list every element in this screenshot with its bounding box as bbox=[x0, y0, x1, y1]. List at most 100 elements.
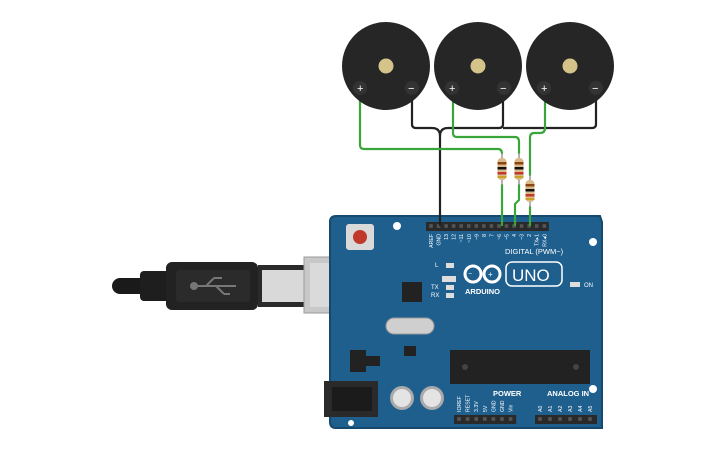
buzzer-3-minus: − bbox=[592, 83, 598, 95]
analog-header-label-1: A1 bbox=[548, 406, 554, 412]
buzzer-2-plus: + bbox=[449, 83, 455, 95]
svg-text:−: − bbox=[468, 271, 472, 278]
l-label: L bbox=[435, 263, 439, 269]
analog-header-label-0: A0 bbox=[538, 406, 544, 412]
analog-header-label-3: A3 bbox=[568, 406, 574, 412]
power-header-pin-4[interactable] bbox=[491, 417, 496, 421]
power-header-pin-3[interactable] bbox=[483, 417, 487, 421]
digital-header-pin-15[interactable] bbox=[542, 224, 547, 228]
digital-header-label-6: ~9 bbox=[474, 234, 480, 240]
capacitor-1 bbox=[390, 386, 414, 410]
power-header-label-0: IOREF bbox=[457, 396, 463, 412]
usb-chip bbox=[402, 282, 422, 302]
analog-header: A0 A1 A2 A3 A4 A5 bbox=[535, 406, 597, 424]
digital-header-label-15: RX◂0 bbox=[542, 234, 548, 247]
power-header-label-3: 5V bbox=[483, 405, 489, 412]
digital-header-pin-8[interactable] bbox=[489, 224, 494, 228]
analog-header-pin-4[interactable] bbox=[578, 417, 582, 421]
buzzer-1-plus: + bbox=[357, 83, 363, 95]
buzzer-1[interactable]: + − bbox=[342, 22, 430, 110]
led-rx bbox=[446, 293, 454, 298]
resistor-3 bbox=[525, 175, 535, 207]
led-tx bbox=[446, 285, 454, 290]
power-header-pin-1[interactable] bbox=[465, 417, 470, 421]
power-header-label-4: GND bbox=[491, 400, 497, 412]
power-jack bbox=[324, 381, 378, 417]
analog-header-pin-2[interactable] bbox=[558, 417, 562, 421]
analog-header-label-4: A4 bbox=[578, 406, 584, 412]
usb-icon bbox=[190, 277, 236, 295]
model-label: UNO bbox=[512, 266, 550, 285]
power-header-pin-6[interactable] bbox=[508, 417, 513, 421]
buzzer-2[interactable]: + − bbox=[434, 22, 522, 110]
brand-label: ARDUINO bbox=[465, 287, 500, 296]
signal-wire-2 bbox=[451, 100, 521, 154]
buzzer-3[interactable]: + − bbox=[526, 22, 614, 110]
signal-wire-3 bbox=[528, 100, 547, 176]
crystal bbox=[385, 317, 435, 335]
digital-header-label-14: TX▸1 bbox=[535, 234, 541, 246]
led-l bbox=[446, 263, 454, 268]
analog-header-label-5: A5 bbox=[588, 406, 594, 412]
analog-header-pin-5[interactable] bbox=[588, 417, 592, 421]
digital-header-label-12: ~3 bbox=[520, 234, 526, 240]
digital-header-pin-2[interactable] bbox=[444, 224, 448, 228]
digital-header-pin-4[interactable] bbox=[459, 224, 463, 228]
digital-header-pin-9[interactable] bbox=[497, 224, 501, 228]
digital-header-pin-7[interactable] bbox=[482, 224, 486, 228]
digital-header-label-11: 4 bbox=[512, 234, 518, 237]
voltage-regulator bbox=[350, 350, 366, 372]
power-label: POWER bbox=[493, 389, 522, 398]
digital-header-pin-12[interactable] bbox=[519, 224, 524, 228]
rx-label: RX bbox=[431, 293, 439, 299]
digital-header-pin-1[interactable] bbox=[436, 224, 441, 228]
buzzer-3-plus: + bbox=[541, 83, 547, 95]
digital-header-label-1: GND bbox=[437, 234, 443, 246]
analog-header-label-2: A2 bbox=[558, 406, 564, 412]
digital-header-label-9: ~6 bbox=[497, 234, 503, 240]
resistors bbox=[497, 153, 535, 207]
digital-header-pin-14[interactable] bbox=[534, 224, 539, 228]
digital-header-pin-0[interactable] bbox=[429, 224, 433, 228]
power-header-pin-5[interactable] bbox=[500, 417, 504, 421]
digital-header-label-5: ~10 bbox=[467, 234, 473, 243]
digital-header-pin-3[interactable] bbox=[451, 224, 456, 228]
led-on bbox=[570, 282, 580, 287]
digital-header-pin-5[interactable] bbox=[466, 224, 471, 228]
digital-header-label-8: 7 bbox=[489, 234, 495, 237]
buzzer-2-minus: − bbox=[500, 83, 506, 95]
ground-wire-1 bbox=[410, 100, 442, 226]
digital-header-pin-10[interactable] bbox=[504, 224, 509, 228]
ground-wire-2 bbox=[438, 100, 505, 137]
reset-button[interactable] bbox=[346, 224, 374, 250]
power-header-pin-0[interactable] bbox=[457, 417, 461, 421]
arduino-board: L TX RX ON − + UNO ARDUINO bbox=[324, 215, 603, 429]
digital-header-label-2: 13 bbox=[444, 234, 450, 240]
digital-header-label-10: ~5 bbox=[505, 234, 511, 240]
digital-header-label-7: 8 bbox=[482, 234, 488, 237]
power-header-pin-2[interactable] bbox=[474, 417, 478, 421]
digital-header-label-0: AREF bbox=[429, 234, 435, 248]
power-header-label-2: 3.3V bbox=[474, 401, 480, 412]
resistor-1 bbox=[497, 153, 507, 185]
buzzer-1-minus: − bbox=[408, 83, 414, 95]
digital-header-label-13: 2 bbox=[527, 234, 533, 237]
pin-wire-2 bbox=[513, 184, 521, 226]
power-header-label-5: GND bbox=[500, 400, 506, 412]
analog-label: ANALOG IN bbox=[547, 389, 589, 398]
arduino-logo-icon bbox=[463, 264, 502, 284]
signal-wire-1 bbox=[358, 100, 504, 155]
ground-wire-3 bbox=[503, 100, 598, 130]
resistor-2 bbox=[514, 153, 524, 185]
on-label: ON bbox=[584, 283, 593, 289]
wires bbox=[358, 100, 598, 226]
digital-header-label-3: 12 bbox=[452, 234, 458, 240]
analog-header-pin-3[interactable] bbox=[568, 417, 572, 421]
analog-header-pin-1[interactable] bbox=[548, 417, 552, 421]
analog-header-pin-0[interactable] bbox=[538, 417, 542, 421]
digital-header-pin-6[interactable] bbox=[474, 224, 479, 228]
svg-text:+: + bbox=[488, 270, 493, 279]
